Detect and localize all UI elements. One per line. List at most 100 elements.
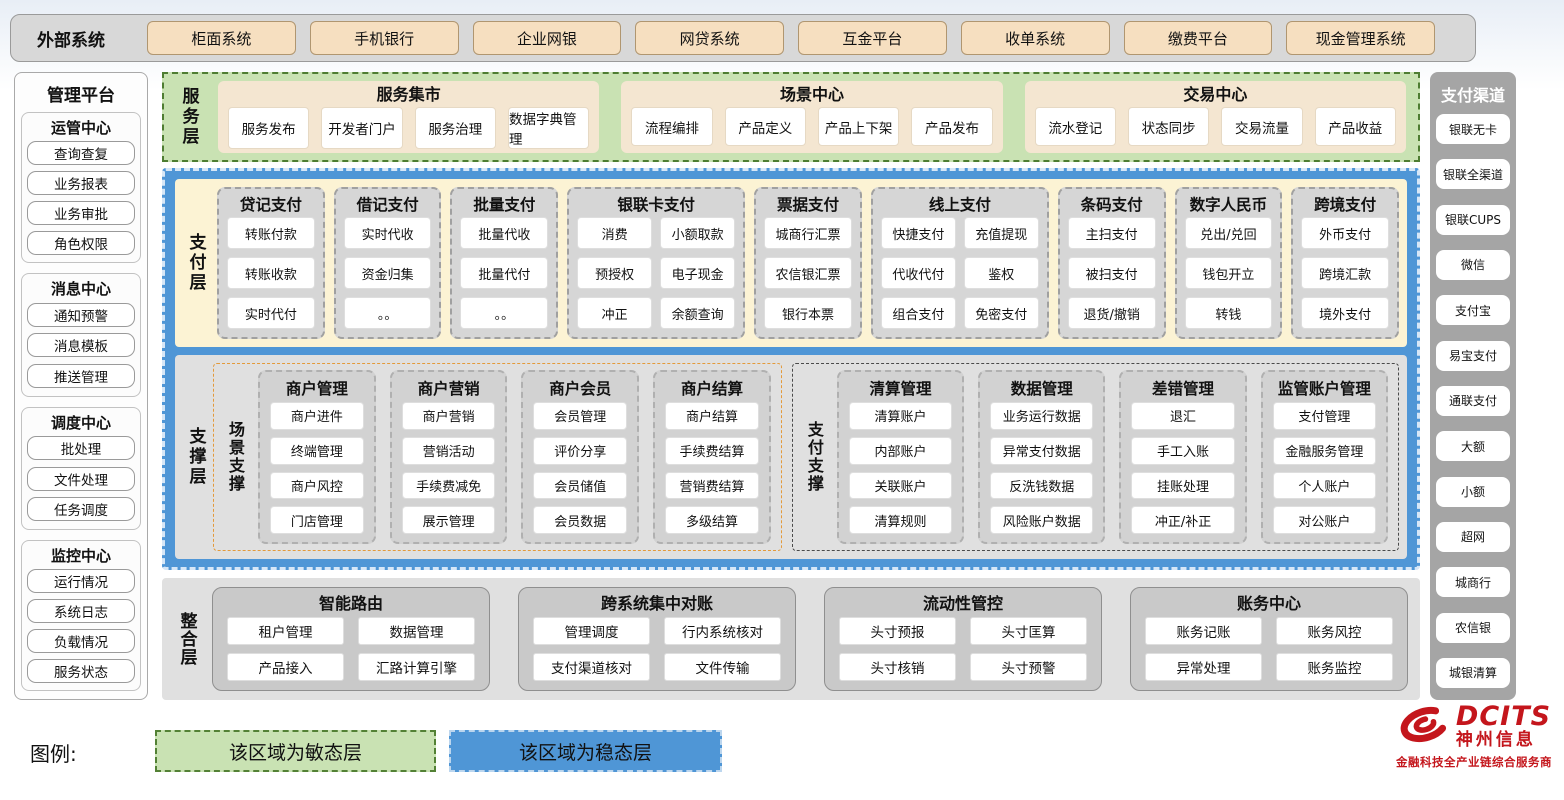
sidebar-item-button[interactable]: 批处理: [27, 436, 135, 461]
payment-item-button[interactable]: 农信银汇票: [764, 257, 852, 289]
external-system-button[interactable]: 网贷系统: [635, 21, 784, 55]
payment-item-button[interactable]: 免密支付: [963, 297, 1039, 329]
integration-item-button[interactable]: 头寸核销: [839, 653, 956, 681]
sidebar-item-button[interactable]: 消息模板: [27, 333, 135, 358]
payment-item-button[interactable]: 余额查询: [660, 297, 736, 329]
external-system-button[interactable]: 企业网银: [472, 21, 622, 55]
support-item-button[interactable]: 支付管理: [1272, 402, 1376, 430]
payment-item-button[interactable]: 消费: [577, 217, 653, 249]
support-item-button[interactable]: 多级结算: [665, 506, 759, 534]
integration-item-button[interactable]: 账务记账: [1145, 617, 1262, 645]
integration-item-button[interactable]: 数据管理: [358, 617, 475, 645]
payment-item-button[interactable]: 实时代付: [227, 297, 315, 329]
integration-item-button[interactable]: 文件传输: [664, 653, 781, 681]
sidebar-item-button[interactable]: 角色权限: [27, 231, 135, 255]
payment-item-button[interactable]: 快捷支付: [880, 217, 956, 249]
integration-item-button[interactable]: 支付渠道核对: [533, 653, 650, 681]
support-item-button[interactable]: 挂账处理: [1131, 471, 1235, 500]
integration-item-button[interactable]: 头寸预警: [970, 653, 1087, 681]
external-system-button[interactable]: 互金平台: [798, 21, 947, 55]
support-item-button[interactable]: 反洗钱数据: [990, 471, 1094, 500]
integration-item-button[interactable]: 行内系统核对: [664, 617, 781, 645]
payment-item-button[interactable]: 实时代收: [343, 217, 432, 249]
service-item-button[interactable]: 数据字典管理: [507, 107, 590, 149]
sidebar-item-button[interactable]: 业务报表: [27, 171, 135, 195]
channel-button[interactable]: 城银清算: [1436, 657, 1510, 688]
external-system-button[interactable]: 收单系统: [960, 21, 1110, 55]
support-item-button[interactable]: 内部账户: [848, 436, 953, 465]
channel-button[interactable]: 银联无卡: [1436, 114, 1510, 144]
payment-item-button[interactable]: 转账付款: [227, 217, 315, 249]
support-item-button[interactable]: 终端管理: [270, 436, 364, 465]
payment-item-button[interactable]: 城商行汇票: [764, 217, 852, 249]
payment-item-button[interactable]: 资金归集: [343, 257, 432, 289]
sidebar-item-button[interactable]: 系统日志: [27, 598, 135, 623]
support-item-button[interactable]: 清算账户: [848, 402, 953, 430]
support-item-button[interactable]: 对公账户: [1272, 506, 1376, 534]
service-item-button[interactable]: 产品发布: [911, 107, 993, 146]
support-item-button[interactable]: 风险账户数据: [990, 506, 1094, 534]
service-item-button[interactable]: 流水登记: [1034, 107, 1116, 146]
payment-item-button[interactable]: 主扫支付: [1067, 217, 1156, 249]
payment-item-button[interactable]: 兑出/兑回: [1184, 217, 1273, 249]
channel-button[interactable]: 易宝支付: [1436, 340, 1510, 371]
integration-item-button[interactable]: 产品接入: [227, 653, 344, 681]
sidebar-item-button[interactable]: 业务审批: [27, 201, 135, 225]
support-item-button[interactable]: 手工入账: [1131, 436, 1235, 465]
support-item-button[interactable]: 营销活动: [401, 436, 496, 465]
payment-item-button[interactable]: 钱包开立: [1184, 257, 1273, 289]
channel-button[interactable]: 微信: [1436, 249, 1510, 280]
sidebar-item-button[interactable]: 服务状态: [27, 658, 135, 683]
support-item-button[interactable]: 金融服务管理: [1272, 436, 1376, 465]
support-item-button[interactable]: 清算规则: [848, 506, 953, 534]
support-item-button[interactable]: 营销费结算: [665, 471, 759, 500]
service-item-button[interactable]: 服务发布: [228, 107, 310, 149]
service-item-button[interactable]: 产品上下架: [817, 107, 900, 146]
channel-button[interactable]: 大额: [1436, 431, 1510, 462]
support-item-button[interactable]: 商户风控: [270, 471, 364, 500]
support-item-button[interactable]: 手续费结算: [665, 436, 759, 465]
service-item-button[interactable]: 产品定义: [724, 107, 806, 146]
external-system-button[interactable]: 缴费平台: [1123, 21, 1273, 55]
sidebar-item-button[interactable]: 任务调度: [27, 497, 135, 522]
support-item-button[interactable]: 评价分享: [533, 436, 628, 465]
integration-item-button[interactable]: 租户管理: [227, 617, 344, 645]
payment-item-button[interactable]: 被扫支付: [1067, 257, 1156, 289]
payment-item-button[interactable]: 转钱: [1184, 297, 1273, 329]
support-item-button[interactable]: 冲正/补正: [1131, 506, 1235, 534]
support-item-button[interactable]: 会员储值: [533, 471, 628, 500]
payment-item-button[interactable]: 。。: [460, 297, 549, 329]
support-item-button[interactable]: 商户结算: [665, 402, 759, 430]
support-item-button[interactable]: 商户营销: [401, 402, 496, 430]
service-item-button[interactable]: 流程编排: [631, 107, 713, 146]
payment-item-button[interactable]: 充值提现: [963, 217, 1039, 249]
service-item-button[interactable]: 开发者门户: [321, 107, 403, 149]
integration-item-button[interactable]: 账务风控: [1276, 617, 1393, 645]
channel-button[interactable]: 小额: [1436, 476, 1510, 507]
channel-button[interactable]: 银联CUPS: [1436, 204, 1510, 235]
payment-item-button[interactable]: 转账收款: [227, 257, 315, 289]
channel-button[interactable]: 银联全渠道: [1436, 159, 1510, 190]
payment-item-button[interactable]: 退货/撤销: [1067, 297, 1156, 329]
integration-item-button[interactable]: 账务监控: [1276, 653, 1393, 681]
sidebar-item-button[interactable]: 负载情况: [27, 628, 135, 653]
service-item-button[interactable]: 服务治理: [414, 107, 496, 149]
external-system-button[interactable]: 现金管理系统: [1286, 21, 1435, 55]
integration-item-button[interactable]: 异常处理: [1145, 653, 1262, 681]
payment-item-button[interactable]: 银行本票: [764, 297, 852, 329]
support-item-button[interactable]: 个人账户: [1272, 471, 1376, 500]
service-item-button[interactable]: 产品收益: [1314, 107, 1396, 146]
payment-item-button[interactable]: 代收代付: [880, 257, 956, 289]
support-item-button[interactable]: 退汇: [1131, 402, 1235, 430]
channel-button[interactable]: 支付宝: [1436, 295, 1510, 326]
payment-item-button[interactable]: 电子现金: [660, 257, 736, 289]
payment-item-button[interactable]: 小额取款: [660, 217, 736, 249]
channel-button[interactable]: 超网: [1436, 521, 1510, 552]
sidebar-item-button[interactable]: 通知预警: [27, 302, 135, 327]
support-item-button[interactable]: 商户进件: [270, 402, 364, 430]
support-item-button[interactable]: 会员数据: [533, 506, 628, 534]
support-item-button[interactable]: 会员管理: [533, 402, 628, 430]
integration-item-button[interactable]: 头寸匡算: [970, 617, 1087, 645]
external-system-button[interactable]: 柜面系统: [147, 21, 296, 55]
payment-item-button[interactable]: 组合支付: [880, 297, 956, 329]
